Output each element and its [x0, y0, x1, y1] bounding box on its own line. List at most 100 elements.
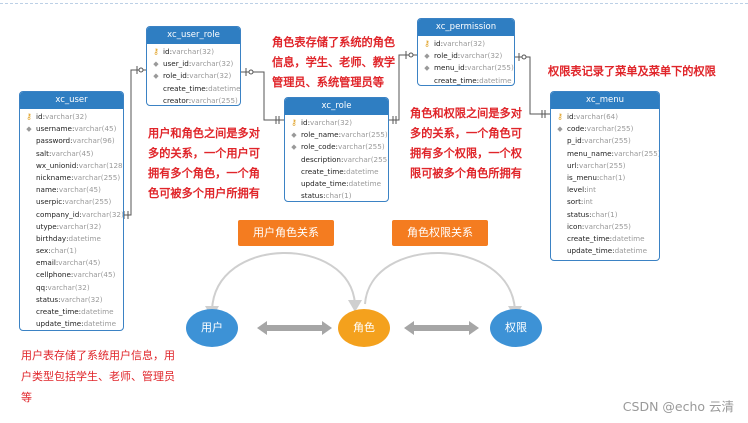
field-name: update_time	[36, 319, 82, 329]
field-type: datetime	[614, 246, 648, 256]
note-line: 多的关系，一个用户可	[148, 147, 260, 160]
fk-line-role-permission	[389, 54, 417, 121]
field-name: cellphone	[36, 270, 71, 280]
field-type: varchar(255)	[341, 130, 388, 140]
arc-user-role	[211, 252, 356, 311]
field-name: icon	[567, 221, 582, 231]
label-role-permission-relation: 角色权限关系	[392, 220, 488, 246]
field-row: create_time: datetime	[555, 233, 659, 245]
field-name: utype	[36, 221, 57, 231]
field-type: varchar(255)	[584, 221, 631, 231]
field-row: ◆menu_id: varchar(255)	[422, 62, 514, 74]
field-name: company_id	[36, 209, 80, 219]
index-diamond-icon: ◆	[153, 60, 159, 69]
field-separator: :	[346, 178, 349, 188]
primary-key-icon: ⚷	[424, 39, 430, 48]
field-type: varchar(128)	[78, 160, 124, 170]
field-name: status	[567, 209, 590, 219]
field-separator: :	[66, 233, 69, 243]
field-separator: :	[573, 112, 576, 121]
field-type: varchar(45)	[58, 258, 101, 268]
field-separator: :	[338, 130, 342, 140]
note-permission-table: 权限表记录了菜单及菜单下的权限	[548, 62, 716, 82]
primary-key-icon: ⚷	[291, 118, 297, 127]
field-row: update_time: datetime	[555, 245, 659, 257]
field-type: varchar(255)	[337, 142, 385, 152]
field-row: ◆user_id: varchar(32)	[151, 58, 240, 70]
field-separator: :	[71, 124, 75, 134]
field-name: username	[36, 124, 72, 134]
field-type: varchar(32)	[81, 209, 124, 219]
field-type: int	[583, 197, 593, 207]
field-name: menu_name	[567, 148, 612, 158]
field-type: varchar(32)	[309, 118, 353, 127]
field-separator: :	[45, 282, 48, 292]
field-row: ◆role_name: varchar(255)	[289, 129, 388, 141]
note-line: 等	[21, 391, 32, 404]
primary-key-icon: ⚷	[153, 47, 159, 56]
field-separator: :	[62, 197, 65, 207]
note-line: 角色和权限之间是多对	[410, 107, 522, 120]
field-separator: :	[457, 51, 461, 61]
table-xc-role: xc_role ⚷id: varchar(32)◆role_name: varc…	[284, 97, 389, 202]
field-type: datetime	[612, 233, 645, 243]
double-arrow-role-permission	[404, 321, 479, 335]
field-row: birthday: datetime	[24, 233, 123, 245]
field-name: update_time	[567, 246, 613, 256]
note-line: 管理员、系统管理员等	[272, 76, 384, 89]
field-separator: :	[580, 197, 584, 207]
field-type: datetime	[348, 178, 382, 188]
note-line: 拥有多个权限，一个权	[410, 147, 522, 160]
field-separator: :	[476, 75, 480, 85]
field-name: create_time	[434, 75, 477, 85]
field-type: varchar(255)	[586, 124, 634, 134]
field-name: id	[567, 112, 574, 121]
field-separator: :	[188, 59, 192, 69]
index-diamond-icon: ◆	[291, 143, 297, 152]
field-name: birthday	[36, 233, 67, 243]
field-name: id	[36, 112, 43, 121]
primary-key-icon: ⚷	[26, 112, 32, 121]
index-diamond-icon: ◆	[557, 125, 563, 134]
field-type: varchar(255)	[343, 154, 389, 164]
field-name: role_id	[163, 71, 187, 81]
field-separator: :	[78, 307, 82, 316]
field-row: utype: varchar(32)	[24, 221, 123, 233]
field-row: ⚷id: varchar(32)	[289, 117, 388, 129]
field-row: ◆role_id: varchar(32)	[151, 70, 240, 82]
field-row: sex: char(1)	[24, 245, 123, 257]
field-name: status	[301, 191, 324, 201]
label-user-role-relation: 用户角色关系	[238, 220, 334, 246]
index-diamond-icon: ◆	[424, 52, 430, 61]
field-row: create_time: datetime	[289, 166, 388, 178]
field-row: ◆username: varchar(45)	[24, 123, 123, 135]
note-line: 信息，学生、老师、教学	[272, 56, 396, 69]
field-name: create_time	[301, 166, 344, 176]
field-separator: :	[188, 95, 192, 105]
field-separator: :	[323, 191, 326, 201]
field-type: varchar(45)	[58, 185, 101, 195]
field-type: datetime	[479, 75, 512, 85]
field-type: varchar(255)	[584, 136, 631, 146]
note-line: 用户表存储了系统用户信息，用	[21, 349, 175, 362]
index-diamond-icon: ◆	[26, 125, 32, 134]
field-row: is_menu: char(1)	[555, 172, 659, 184]
field-name: role_name	[301, 130, 339, 140]
table-title: xc_menu	[551, 92, 659, 109]
field-name: role_code	[301, 142, 336, 152]
field-row: creator: varchar(255)	[151, 95, 240, 105]
field-name: level	[567, 185, 585, 195]
field-name: p_id	[567, 136, 582, 146]
field-row: status: char(1)	[555, 209, 659, 221]
field-type: char(1)	[599, 172, 626, 182]
field-list: ⚷id: varchar(32)◆role_id: varchar(32)◆me…	[418, 36, 514, 85]
field-type: varchar(32)	[460, 51, 503, 61]
field-name: id	[163, 47, 170, 56]
field-row: ◆code: varchar(255)	[555, 123, 659, 135]
note-line: 权限表记录了菜单及菜单下的权限	[548, 65, 716, 78]
field-row: update_time: datetime	[289, 178, 388, 190]
double-arrow-user-role	[257, 321, 332, 335]
field-name: id	[301, 118, 308, 127]
field-row: status: varchar(32)	[24, 294, 123, 306]
field-row: create_time: datetime	[151, 83, 240, 95]
